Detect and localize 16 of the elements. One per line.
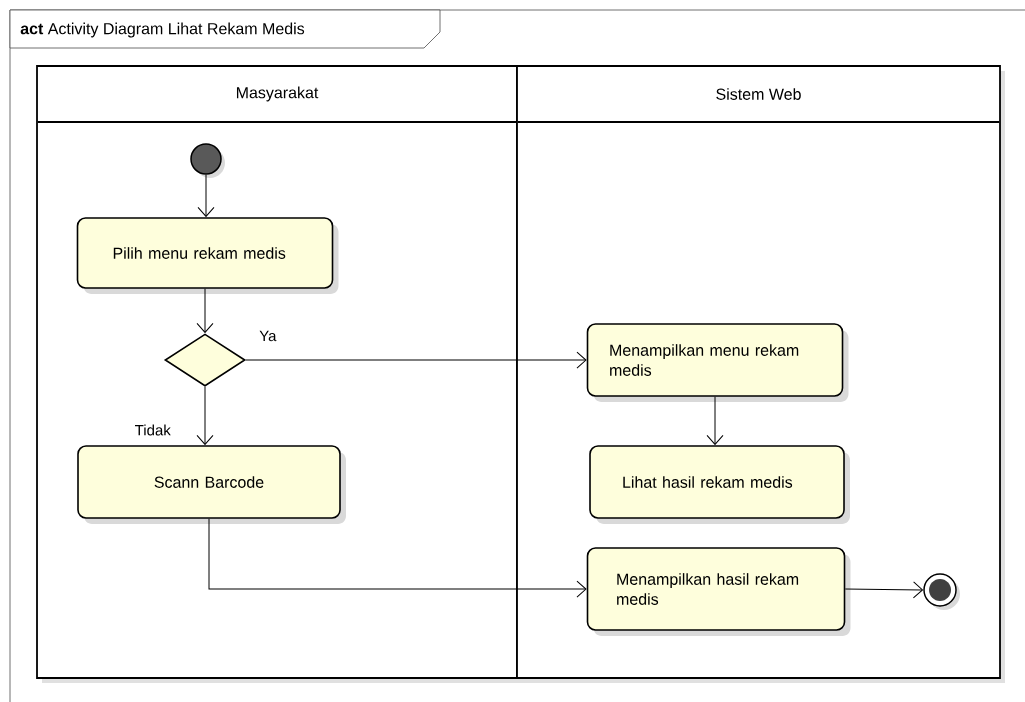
action-box: Menampilkan hasil rekam medis	[586, 547, 851, 636]
arrow	[208, 518, 587, 598]
arrow	[196, 288, 214, 333]
arrow	[197, 174, 215, 217]
arrow	[706, 396, 724, 445]
start-node	[190, 143, 225, 178]
arrow	[844, 581, 923, 599]
final-node	[923, 573, 960, 610]
action-box: Lihat hasil rekam medis	[589, 445, 850, 524]
action-box: Menampilkan menu rekam medis	[586, 323, 849, 402]
arrow	[196, 386, 214, 445]
action-box: Pilih menu rekam medis	[76, 217, 339, 294]
arrow	[245, 351, 587, 369]
action-box: Scann Barcode	[77, 445, 346, 524]
edge-label: Tidak	[133, 423, 172, 437]
title-tab: act Activity Diagram Lihat Rekam Medis	[9, 9, 441, 49]
